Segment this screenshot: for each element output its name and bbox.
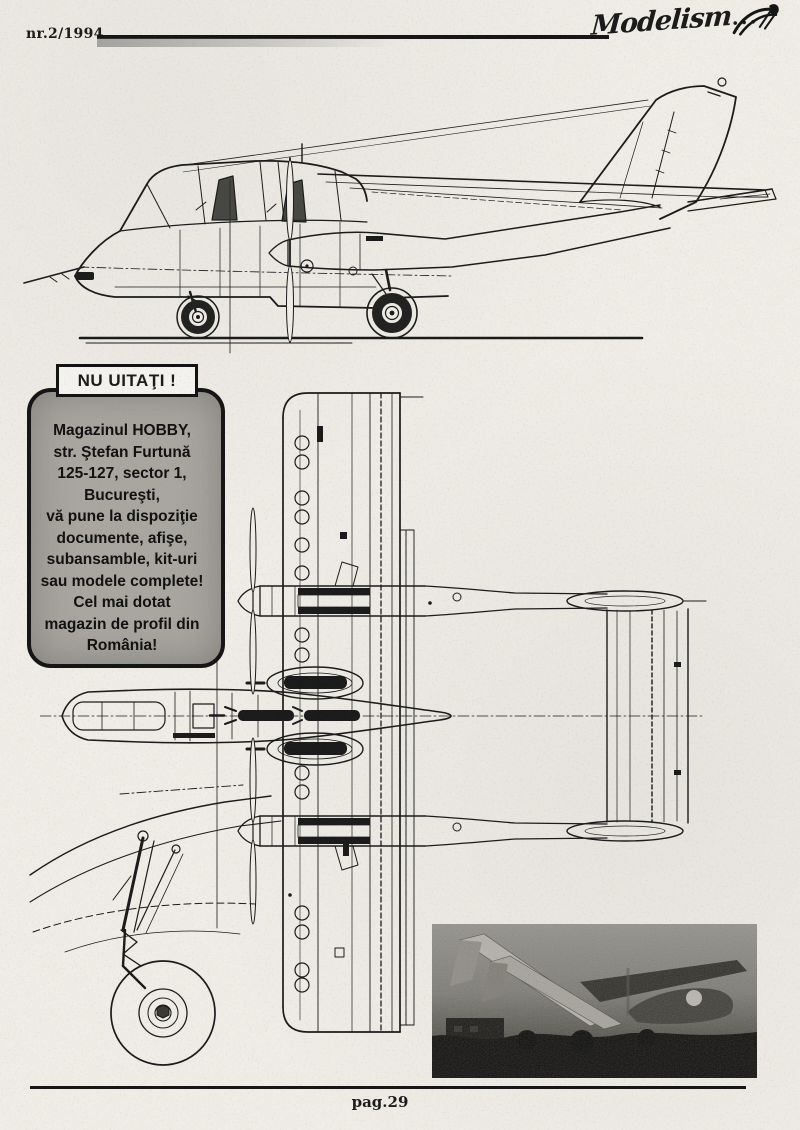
ad-line: vă pune la dispoziţie — [46, 508, 198, 525]
ad-line: documente, afişe, — [56, 529, 188, 547]
ad-line: 125-127, sector 1, — [57, 465, 187, 482]
footer-rule — [30, 1086, 746, 1089]
page-number: pag.29 — [351, 1093, 409, 1111]
issue-number: nr.2/1994 — [26, 26, 104, 42]
ov10-side-view-drawing — [23, 77, 777, 354]
ad-text: Magazinul HOBBY, str. Ştefan Furtună 125… — [32, 420, 212, 657]
ad-title-box: NU UITAŢI ! — [56, 364, 198, 397]
ad-line: Magazinul HOBBY, — [53, 422, 191, 439]
magazine-logo: Modelism... — [590, 0, 783, 67]
ad-line: Bucureşti, — [84, 486, 160, 504]
ad-line: România! — [86, 637, 158, 654]
ad-line: sau modele complete! — [40, 572, 204, 590]
landing-gear-detail-drawing — [29, 784, 282, 1066]
header-rule-smudge — [97, 38, 397, 47]
logo-plane-doodle-icon — [732, 4, 779, 36]
magazine-logo-text: Modelism — [590, 0, 733, 42]
ad-line: str. Ştefan Furtună — [53, 443, 191, 461]
ad-line: subansamble, kit-uri — [46, 551, 198, 568]
ov10-photo — [432, 924, 757, 1078]
ad-line: magazin de profil din — [44, 615, 200, 633]
ad-line: Cel mai dotat — [73, 594, 171, 611]
